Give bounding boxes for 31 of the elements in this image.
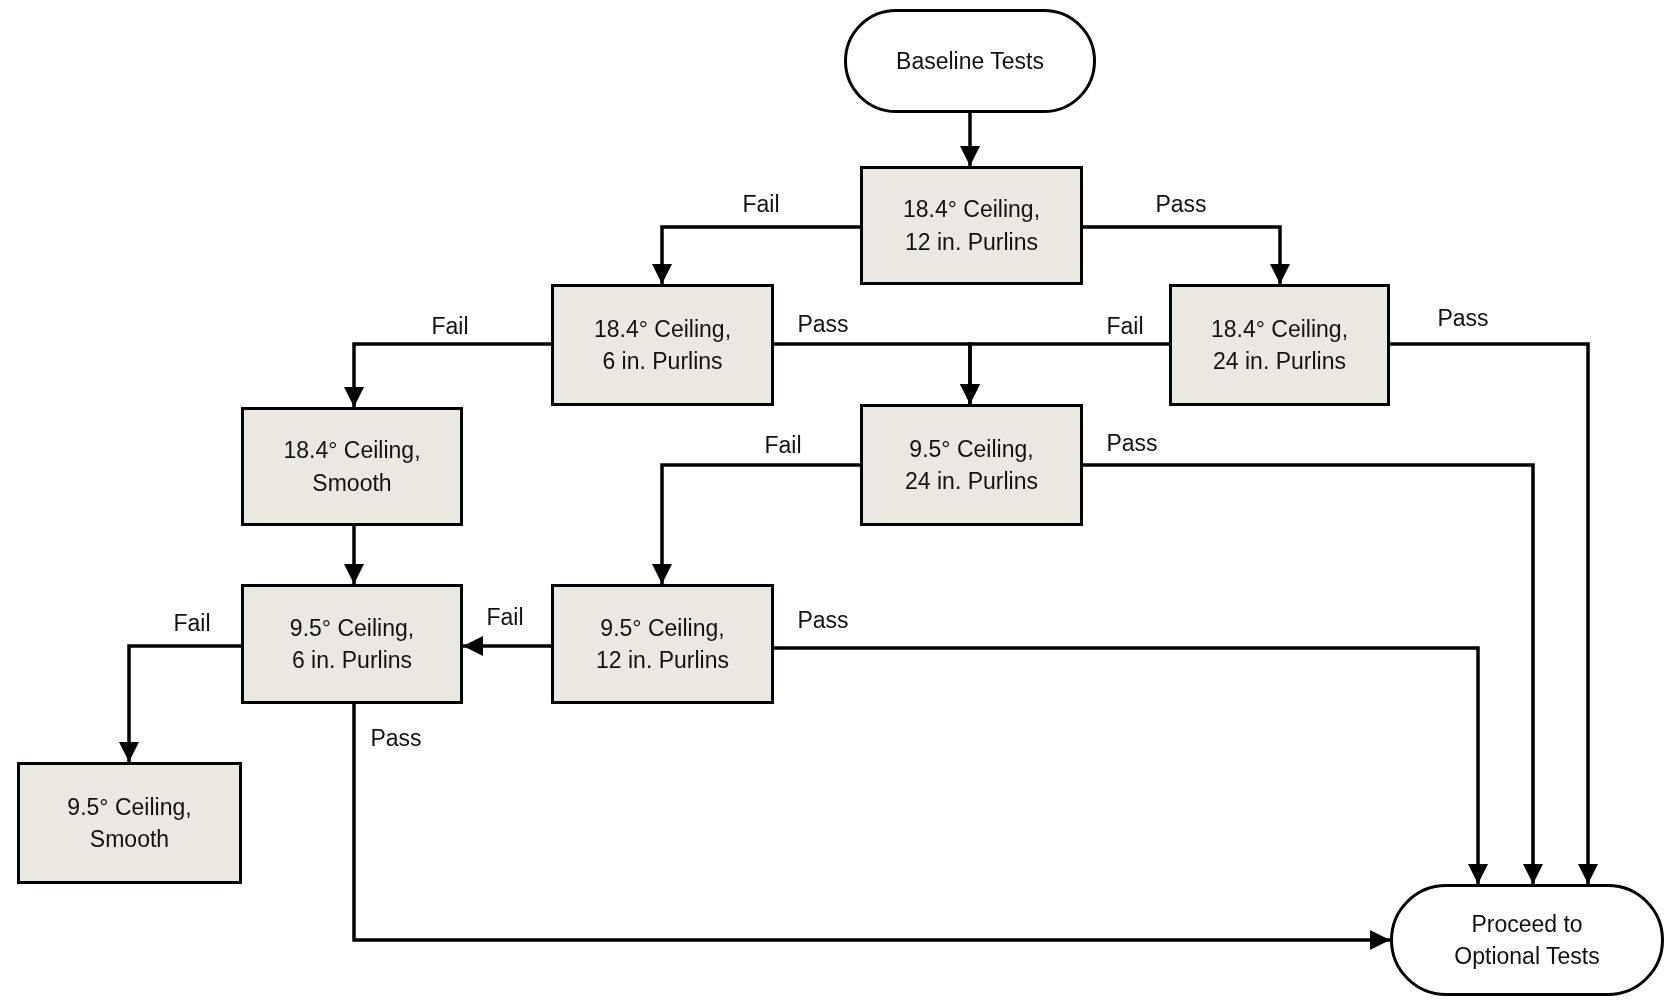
process-box — [551, 584, 774, 704]
process-box — [1169, 284, 1390, 406]
node-text: 9.5° Ceiling, 24 in. Purlins — [904, 434, 1039, 496]
node-text: 18.4° Ceiling, 6 in. Purlins — [592, 314, 733, 376]
arrow — [1083, 225, 1290, 284]
arrow — [344, 342, 551, 407]
process-box — [860, 166, 1083, 285]
arrow — [344, 526, 364, 584]
arrow — [1390, 342, 1598, 884]
node-text: 18.4° Ceiling, 24 in. Purlins — [1209, 314, 1350, 376]
arrow — [960, 342, 1169, 404]
node-text: 9.5° Ceiling, 12 in. Purlins — [595, 613, 730, 675]
node-text: Proceed to Optional Tests — [1453, 909, 1601, 971]
node-text: 18.4° Ceiling, Smooth — [282, 436, 422, 498]
node-text: Baseline Tests — [896, 46, 1044, 76]
arrow — [652, 463, 860, 584]
arrow — [463, 636, 551, 656]
arrow — [119, 644, 241, 762]
process-box — [241, 407, 463, 526]
node-text: 9.5° Ceiling, Smooth — [66, 792, 193, 854]
process-box — [17, 762, 242, 884]
arrow — [774, 646, 1488, 884]
arrow — [352, 704, 1390, 950]
process-box — [860, 404, 1083, 526]
arrow — [652, 225, 860, 284]
node-text: 18.4° Ceiling, 12 in. Purlins — [901, 195, 1042, 257]
arrow — [960, 113, 980, 166]
process-box — [241, 584, 463, 704]
node-text: 9.5° Ceiling, 6 in. Purlins — [288, 613, 416, 675]
process-box — [551, 284, 774, 406]
arrow — [1083, 463, 1543, 884]
